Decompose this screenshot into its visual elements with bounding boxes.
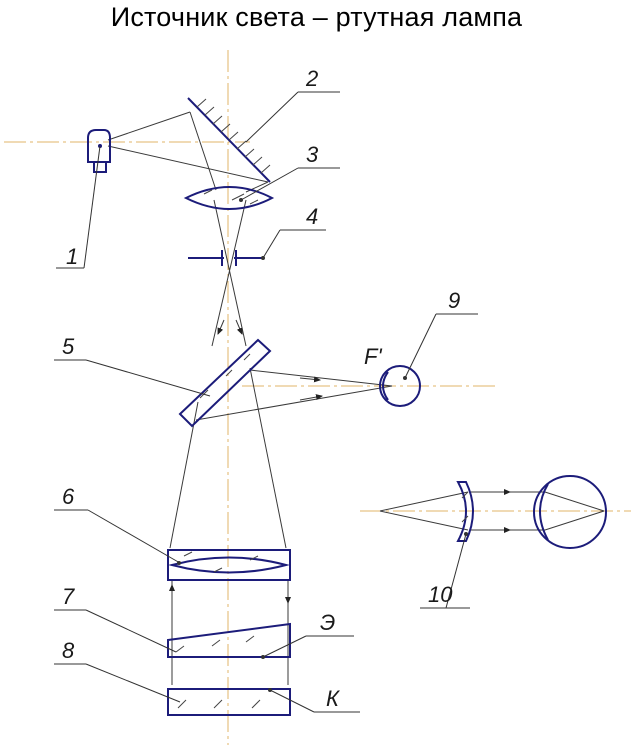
label-10: 10 bbox=[428, 582, 453, 607]
compensator-plate bbox=[167, 688, 291, 716]
label-9: 9 bbox=[448, 288, 460, 313]
label-8: 8 bbox=[62, 638, 75, 663]
mirror bbox=[187, 97, 271, 183]
component-labels: 1 2 3 4 5 6 7 8 9 10 Э К F' bbox=[62, 66, 460, 711]
diagram-title: Источник света – ртутная лампа bbox=[110, 2, 523, 32]
label-4: 4 bbox=[306, 204, 318, 229]
condenser-lens bbox=[183, 186, 275, 210]
inset-eye bbox=[533, 475, 607, 549]
label-e: Э bbox=[320, 610, 335, 635]
label-k: К bbox=[326, 686, 340, 711]
label-7: 7 bbox=[62, 584, 75, 609]
label-2: 2 bbox=[305, 66, 318, 91]
wedge-sample bbox=[167, 622, 291, 659]
optical-axes bbox=[4, 50, 631, 745]
label-f-prime: F' bbox=[364, 344, 382, 369]
label-6: 6 bbox=[62, 484, 75, 509]
objective-lens bbox=[167, 549, 291, 581]
leader-lines bbox=[54, 91, 478, 713]
label-5: 5 bbox=[62, 334, 75, 359]
label-1: 1 bbox=[66, 244, 78, 269]
label-3: 3 bbox=[306, 142, 319, 167]
beam-splitter bbox=[178, 338, 272, 428]
light-rays bbox=[107, 111, 605, 685]
